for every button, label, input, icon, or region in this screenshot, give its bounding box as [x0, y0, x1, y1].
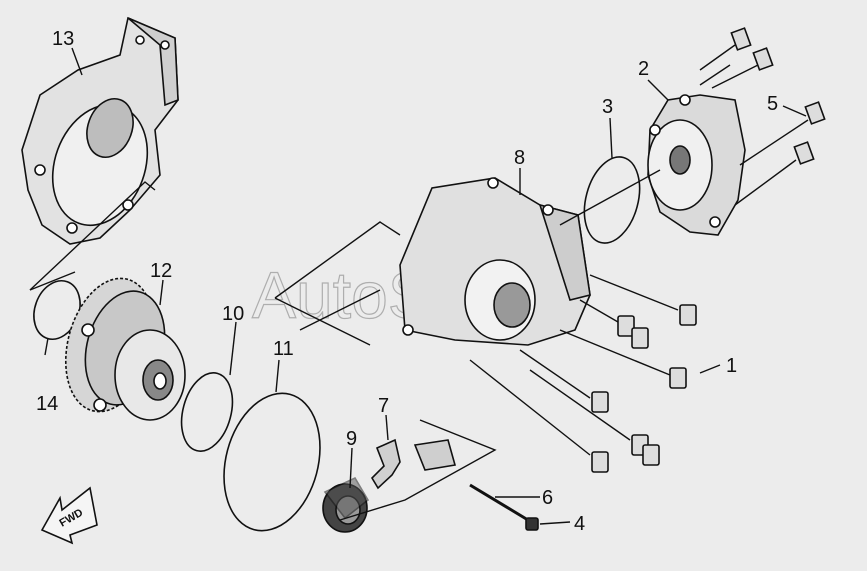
part-6-pin — [469, 483, 529, 522]
part-8-center-housing — [399, 177, 591, 346]
callout-13: 13 — [52, 28, 74, 50]
part-12-differential — [64, 277, 186, 421]
assembly-guide-lines — [29, 64, 731, 521]
callout-5: 5 — [767, 93, 778, 115]
callout-8: 8 — [514, 147, 525, 169]
part-13-housing — [21, 16, 179, 245]
callout-2: 2 — [638, 58, 649, 80]
leader-lines — [44, 47, 807, 525]
part-7-bracket — [413, 439, 457, 471]
part-7-shift-fork — [370, 438, 401, 490]
part-4-plug — [525, 517, 539, 531]
callout-labels: 13 12 14 10 11 9 7 8 3 2 5 1 6 4 — [36, 28, 778, 535]
callout-9: 9 — [346, 428, 357, 450]
callout-7: 7 — [378, 395, 389, 417]
part-9-bushing — [322, 476, 370, 533]
callout-10: 10 — [222, 303, 244, 325]
callout-4: 4 — [574, 513, 585, 535]
callout-3: 3 — [602, 96, 613, 118]
part-5-bolts — [699, 27, 826, 206]
part-2-rear-cover — [647, 94, 746, 236]
callout-12: 12 — [150, 260, 172, 282]
part-10-o-ring — [180, 372, 234, 452]
part-3-o-ring — [583, 156, 641, 244]
callout-11: 11 — [273, 338, 294, 360]
callout-1: 1 — [726, 355, 737, 377]
fwd-direction-arrow: FWD — [40, 486, 98, 545]
part-1-bolts — [469, 274, 697, 473]
part-11-large-o-ring — [223, 392, 321, 532]
callout-14: 14 — [36, 393, 58, 415]
callout-6: 6 — [542, 487, 553, 509]
